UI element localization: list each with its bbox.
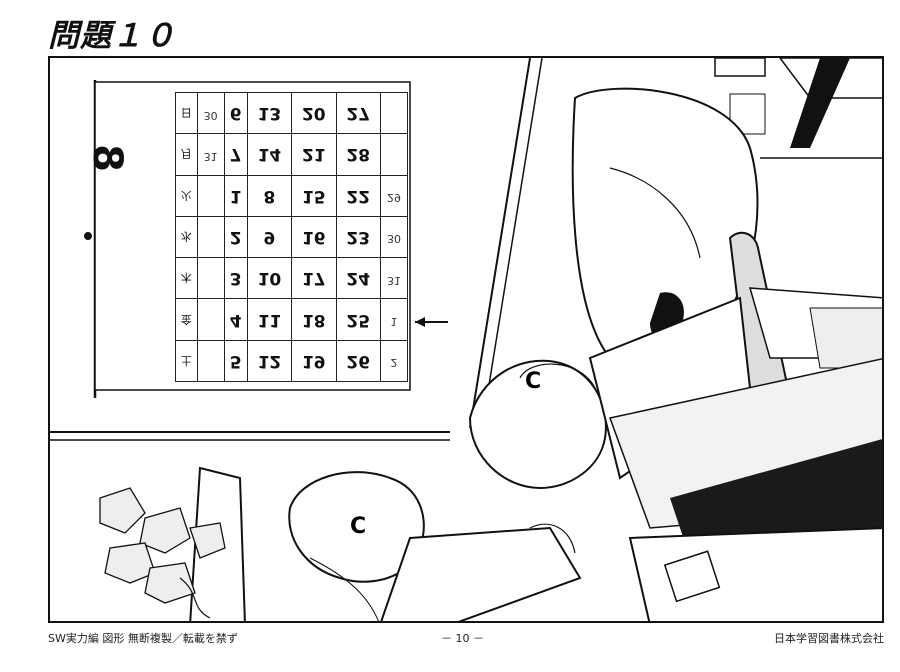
calendar-day-cell: 2: [379, 339, 409, 383]
calendar-weekday-label: 日: [175, 91, 198, 135]
calendar-day-cell: 24: [335, 257, 381, 300]
calendar-day-cell: 19: [291, 339, 337, 383]
svg-text:C: C: [350, 514, 366, 539]
calendar-day-cell: 18: [291, 298, 337, 341]
calendar-day-cell: [379, 133, 409, 176]
calendar-day-cell: 25: [335, 298, 381, 341]
calendar-day-cell: 8: [246, 174, 293, 217]
calendar-day-cell: 10: [246, 257, 293, 300]
calendar-day-cell: 21: [291, 133, 337, 176]
calendar-weekday-label: 金: [175, 298, 198, 341]
calendar-day-cell: [196, 215, 225, 259]
calendar-day-cell: 15: [291, 174, 337, 217]
calendar-day-cell: 14: [246, 133, 293, 176]
calendar-day-cell: 26: [335, 339, 381, 383]
calendar-day-cell: 17: [291, 257, 337, 300]
calendar-day-cell: 5: [223, 339, 248, 383]
svg-text:C: C: [525, 369, 541, 394]
calendar-weekday-label: 月: [175, 133, 198, 176]
calendar-day-cell: 31: [196, 133, 225, 176]
calendar-day-cell: 30: [196, 91, 225, 135]
calendar-day-cell: [196, 339, 225, 383]
calendar-day-cell: [196, 174, 225, 217]
calendar-day-cell: [379, 91, 409, 135]
calendar-day-cell: [196, 298, 225, 341]
calendar-day-cell: 22: [335, 174, 381, 217]
calendar-day-cell: 3: [223, 257, 248, 300]
footer-publisher: 日本学習図書株式会社: [774, 632, 884, 645]
page-title: 問題１０: [48, 18, 176, 54]
calendar-day-cell: 1: [379, 298, 409, 341]
calendar-day-cell: 16: [291, 215, 337, 259]
calendar-day-cell: 7: [223, 133, 248, 176]
calendar-weekday-label: 水: [175, 215, 198, 259]
calendar-month: 8: [84, 144, 130, 172]
calendar-day-cell: 28: [335, 133, 381, 176]
calendar-day-cell: 30: [379, 215, 409, 259]
calendar-day-cell: 9: [246, 215, 293, 259]
footer-page-number: － 10 －: [441, 632, 484, 645]
calendar-day-cell: 13: [246, 91, 293, 135]
calendar-day-cell: 31: [379, 257, 409, 300]
calendar-day-cell: 6: [223, 91, 248, 135]
calendar-day-cell: [196, 257, 225, 300]
footer-copyright: SW実力編 図形 無断複製／転載を禁ず: [48, 632, 238, 645]
calendar-day-cell: 23: [335, 215, 381, 259]
calendar-day-cell: 20: [291, 91, 337, 135]
calendar-day-cell: 29: [379, 174, 409, 217]
calendar-weekday-label: 土: [175, 339, 198, 383]
calendar-day-cell: 11: [246, 298, 293, 341]
calendar-weekday-label: 火: [175, 174, 198, 217]
calendar-day-cell: 1: [223, 174, 248, 217]
calendar-day-cell: 12: [246, 339, 293, 383]
calendar-day-cell: 4: [223, 298, 248, 341]
calendar-day-cell: 27: [335, 91, 381, 135]
calendar-day-cell: 2: [223, 215, 248, 259]
calendar-weekday-label: 木: [175, 257, 198, 300]
